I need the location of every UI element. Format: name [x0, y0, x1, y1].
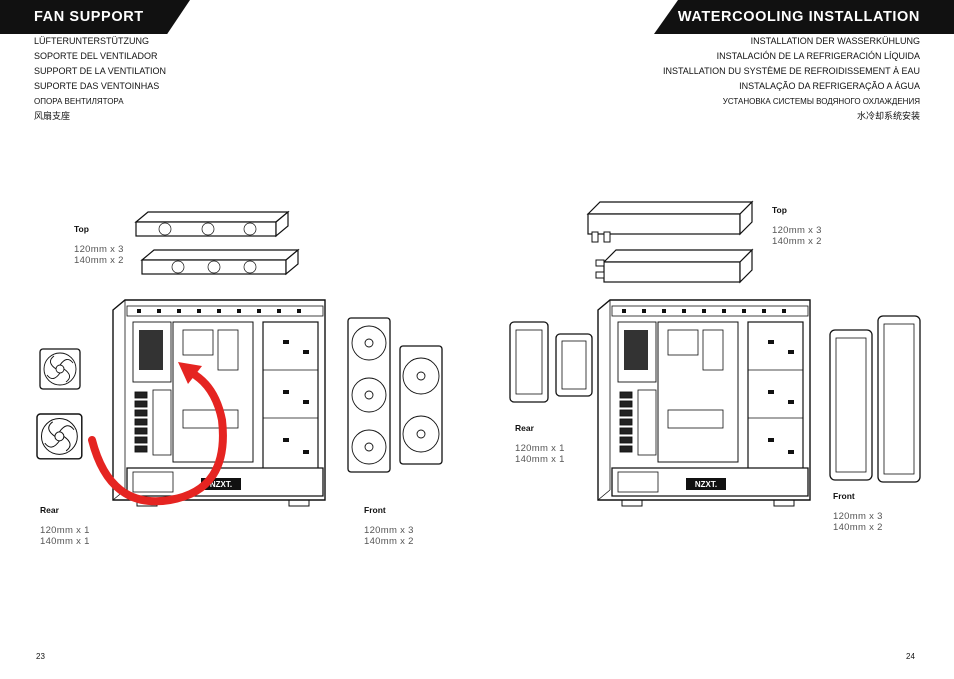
left-top-label: Top: [74, 224, 89, 234]
spec-line: 120mm x 1: [40, 525, 90, 536]
right-top-label: Top: [772, 205, 787, 215]
left-rear-arrowhead: [178, 362, 202, 384]
translation-ru: ОПОРА ВЕНТИЛЯТОРА: [34, 97, 124, 106]
right-top-specs: 120mm x 3 140mm x 2: [772, 225, 822, 247]
spec-line: 140mm x 2: [364, 536, 414, 547]
watercooling-title: WATERCOOLING INSTALLATION: [654, 0, 954, 34]
translation-zh: 风扇支座: [34, 111, 71, 121]
spec-line: 120mm x 3: [364, 525, 414, 536]
right-case: [597, 299, 811, 507]
translation-es: SOPORTE DEL VENTILADOR: [34, 51, 158, 61]
spec-line: 140mm x 2: [833, 522, 883, 533]
right-front-radiators: [829, 315, 921, 483]
left-rear-fans: [36, 348, 83, 460]
left-front-specs: 120mm x 3 140mm x 2: [364, 525, 414, 547]
right-rear-specs: 120mm x 1 140mm x 1: [515, 443, 565, 465]
left-front-label: Front: [364, 505, 386, 515]
translation-es: INSTALACIÓN DE LA REFRIGERACIÓN LÍQUIDA: [716, 51, 920, 61]
translation-fr: SUPPORT DE LA VENTILATION: [34, 66, 167, 76]
translation-pt: SUPORTE DAS VENTOINHAS: [34, 81, 160, 91]
watercooling-translations: INSTALLATION DER WASSERKÜHLUNG INSTALACI…: [663, 34, 920, 124]
left-top-specs: 120mm x 3 140mm x 2: [74, 244, 124, 266]
right-front-label: Front: [833, 491, 855, 501]
spec-line: 140mm x 2: [772, 236, 822, 247]
left-rear-arrow: [88, 368, 227, 506]
right-rear-radiators: [509, 321, 593, 403]
spec-line: 120mm x 1: [515, 443, 565, 454]
translation-zh: 水冷却系统安装: [856, 111, 920, 121]
left-rear-specs: 120mm x 1 140mm x 1: [40, 525, 90, 547]
left-front-fans: [347, 317, 443, 473]
spec-line: 140mm x 1: [515, 454, 565, 465]
right-rear-label: Rear: [515, 423, 534, 433]
spec-line: 120mm x 3: [74, 244, 124, 255]
spec-line: 140mm x 1: [40, 536, 90, 547]
right-top-radiators: [586, 200, 754, 284]
left-rear-label: Rear: [40, 505, 59, 515]
page-number-left: 23: [36, 652, 45, 661]
page-number-right: 24: [906, 652, 915, 661]
right-front-specs: 120mm x 3 140mm x 2: [833, 511, 883, 533]
spec-line: 120mm x 3: [772, 225, 822, 236]
fan-support-translations: LÜFTERUNTERSTÜTZUNG SOPORTE DEL VENTILAD…: [34, 34, 166, 124]
fan-support-title: FAN SUPPORT: [0, 0, 190, 34]
translation-de: INSTALLATION DER WASSERKÜHLUNG: [750, 36, 920, 46]
translation-fr: INSTALLATION DU SYSTÈME DE REFROIDISSEME…: [662, 66, 920, 76]
translation-ru: УСТАНОВКА СИСТЕМЫ ВОДЯНОГО ОХЛАЖДЕНИЯ: [722, 97, 920, 106]
spec-line: 140mm x 2: [74, 255, 124, 266]
translation-de: LÜFTERUNTERSTÜTZUNG: [34, 36, 149, 46]
spec-line: 120mm x 3: [833, 511, 883, 522]
left-top-fans: [134, 210, 300, 276]
translation-pt: INSTALAÇÃO DA REFRIGERAÇÃO A ÁGUA: [739, 81, 920, 91]
